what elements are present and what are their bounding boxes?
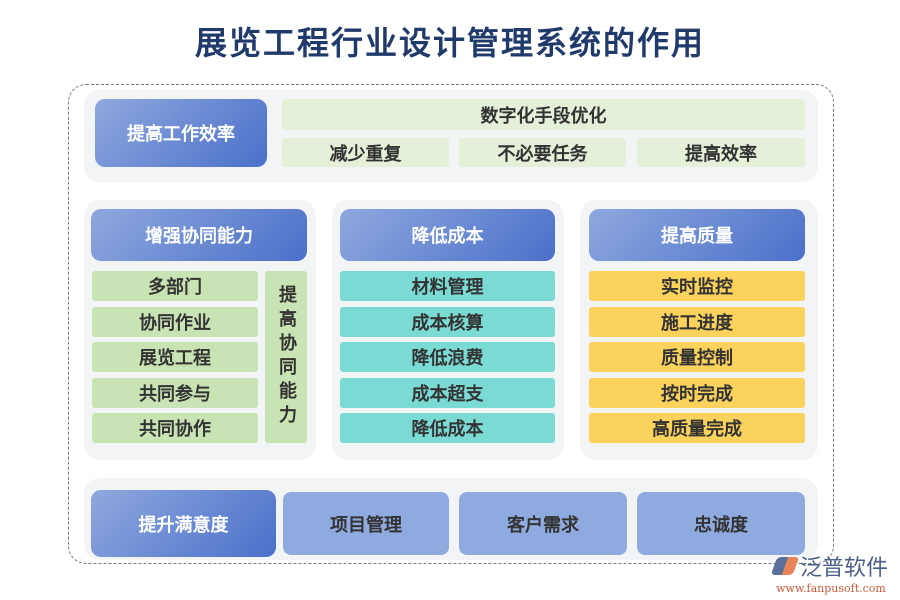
logo-name: 泛普软件 [799, 556, 888, 581]
cost-item: 降低浪费 [340, 342, 555, 372]
collab-item: 共同协作 [92, 413, 258, 443]
quality-item: 施工进度 [589, 307, 805, 337]
cost-item: 成本核算 [340, 307, 555, 337]
satisfaction-item: 忠诚度 [637, 492, 805, 555]
page-title: 展览工程行业设计管理系统的作用 [194, 24, 705, 62]
collab-item: 多部门 [92, 271, 258, 301]
logo: 泛普软件 www.fanpusoft.com [770, 550, 888, 595]
collab-header: 增强协同能力 [91, 209, 307, 261]
cost-header: 降低成本 [340, 209, 555, 261]
satisfaction-item: 项目管理 [283, 492, 449, 555]
quality-item: 质量控制 [589, 342, 805, 372]
quality-header: 提高质量 [589, 209, 805, 261]
cost-item: 成本超支 [340, 378, 555, 408]
efficiency-item: 不必要任务 [459, 138, 626, 167]
efficiency-item: 减少重复 [282, 138, 449, 167]
logo-url: www.fanpusoft.com [776, 582, 886, 595]
satisfaction-item: 客户需求 [459, 492, 627, 555]
logo-icon [770, 557, 800, 575]
collab-item: 协同作业 [92, 307, 258, 337]
cost-item: 降低成本 [340, 413, 555, 443]
collab-item: 展览工程 [92, 342, 258, 372]
efficiency-item: 提高效率 [637, 138, 805, 167]
collab-side: 提高协同能力 [265, 271, 307, 443]
satisfaction-header: 提升满意度 [91, 490, 276, 557]
quality-item: 实时监控 [589, 271, 805, 301]
efficiency-header: 提高工作效率 [95, 99, 267, 167]
quality-item: 按时完成 [589, 378, 805, 408]
efficiency-top: 数字化手段优化 [282, 99, 805, 130]
cost-item: 材料管理 [340, 271, 555, 301]
quality-item: 高质量完成 [589, 413, 805, 443]
collab-item: 共同参与 [92, 378, 258, 408]
dashed-frame [68, 84, 834, 564]
